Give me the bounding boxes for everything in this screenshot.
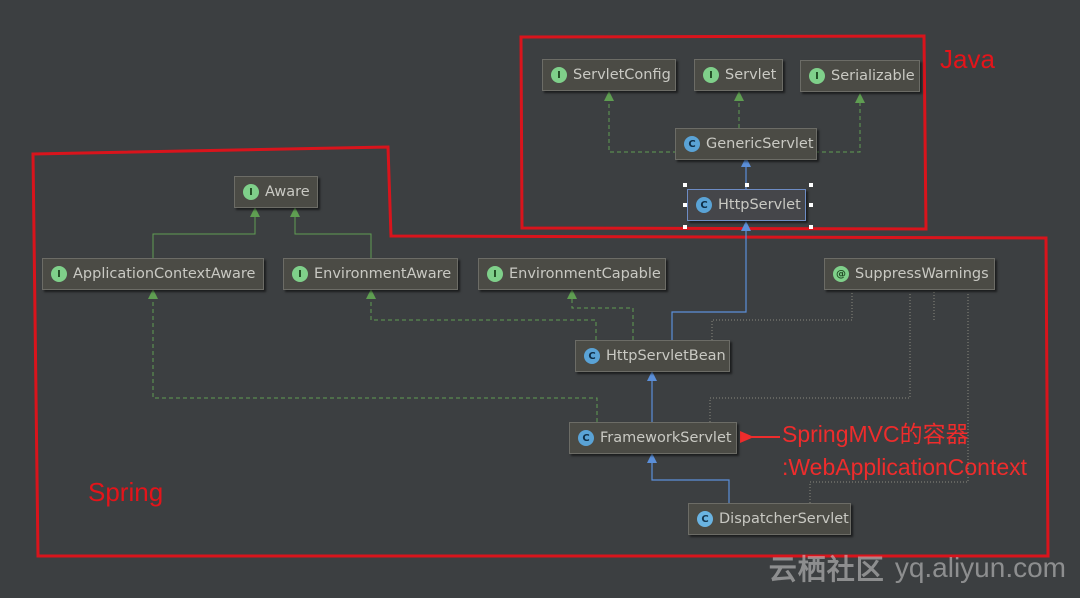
node-label: FrameworkServlet <box>600 430 732 446</box>
node-serializable[interactable]: I Serializable <box>800 60 920 92</box>
watermark-cn: 云栖社区 <box>768 554 885 585</box>
edge-httpservletbean-environmentaware <box>366 289 597 340</box>
node-label: HttpServletBean <box>606 348 726 364</box>
interface-icon: I <box>292 266 308 282</box>
abstract-class-icon: C <box>584 348 600 364</box>
node-dispatcherservlet[interactable]: C DispatcherServlet <box>688 503 851 535</box>
spring-region-outline <box>31 145 1050 558</box>
class-icon: C <box>697 511 713 527</box>
selection-handle[interactable] <box>809 225 813 229</box>
node-label: DispatcherServlet <box>719 511 849 527</box>
edge-frameworkservlet-suppresswarnings <box>709 292 911 422</box>
abstract-class-icon: C <box>578 430 594 446</box>
interface-icon: I <box>487 266 503 282</box>
node-httpservletbean[interactable]: C HttpServletBean <box>575 340 730 372</box>
edge-dispatcherservlet-suppresswarnings <box>809 292 969 503</box>
edge-environmentaware-aware <box>290 207 372 258</box>
watermark-domain: yq.aliyun.com <box>894 552 1066 583</box>
annotation-note: SpringMVC的容器 :WebApplicationContext <box>782 420 1027 481</box>
node-label: EnvironmentCapable <box>509 266 661 282</box>
node-label: GenericServlet <box>706 136 814 152</box>
edge-genericservlet-servletconfig <box>604 91 677 153</box>
node-environmentaware[interactable]: I EnvironmentAware <box>283 258 458 290</box>
selection-handle[interactable] <box>683 203 687 207</box>
node-label: SuppressWarnings <box>855 266 989 282</box>
node-label: Servlet <box>725 67 777 83</box>
node-label: Aware <box>265 184 310 200</box>
node-servletconfig[interactable]: I ServletConfig <box>542 59 676 91</box>
node-label: EnvironmentAware <box>314 266 452 282</box>
node-servlet[interactable]: I Servlet <box>694 59 783 91</box>
interface-icon: I <box>51 266 67 282</box>
watermark: 云栖社区 yq.aliyun.com <box>769 548 1066 588</box>
node-httpservlet[interactable]: C HttpServlet <box>687 189 806 221</box>
edge-httpservletbean-environmentcapable <box>567 289 634 340</box>
selection-handle[interactable] <box>683 225 687 229</box>
node-suppresswarnings[interactable]: @ SuppressWarnings <box>824 258 995 290</box>
node-frameworkservlet[interactable]: C FrameworkServlet <box>569 422 737 454</box>
node-label: ServletConfig <box>573 67 671 83</box>
node-genericservlet[interactable]: C GenericServlet <box>675 128 817 160</box>
interface-icon: I <box>703 67 719 83</box>
selection-handle[interactable] <box>745 183 749 187</box>
edge-httpservletbean-httpservlet <box>671 221 751 340</box>
spring-region-label: Spring <box>88 477 164 507</box>
node-label: ApplicationContextAware <box>73 266 256 282</box>
java-region-label: Java <box>940 44 995 74</box>
java-region-outline <box>519 34 928 231</box>
annotation-icon: @ <box>833 266 849 282</box>
interface-icon: I <box>551 67 567 83</box>
edge-httpservletbean-suppresswarnings <box>711 292 853 340</box>
selection-handle[interactable] <box>683 183 687 187</box>
node-label: Serializable <box>831 68 915 84</box>
interface-icon: I <box>809 68 825 84</box>
selection-handle[interactable] <box>809 183 813 187</box>
edge-applicationcontextaware-aware <box>152 207 260 258</box>
annotation-line-2: :WebApplicationContext <box>782 454 1028 480</box>
node-environmentcapable[interactable]: I EnvironmentCapable <box>478 258 666 290</box>
edge-frameworkservlet-applicationcontextaware <box>148 289 598 422</box>
edge-dispatcherservlet-frameworkservlet <box>647 453 730 503</box>
interface-icon: I <box>243 184 259 200</box>
node-label: HttpServlet <box>718 197 801 213</box>
abstract-class-icon: C <box>684 136 700 152</box>
edge-genericservlet-serializable <box>815 93 865 153</box>
node-aware[interactable]: I Aware <box>234 176 318 208</box>
node-applicationcontextaware[interactable]: I ApplicationContextAware <box>42 258 264 290</box>
annotation-line-1: SpringMVC的容器 <box>782 421 969 447</box>
abstract-class-icon: C <box>696 197 712 213</box>
selection-handle[interactable] <box>809 203 813 207</box>
